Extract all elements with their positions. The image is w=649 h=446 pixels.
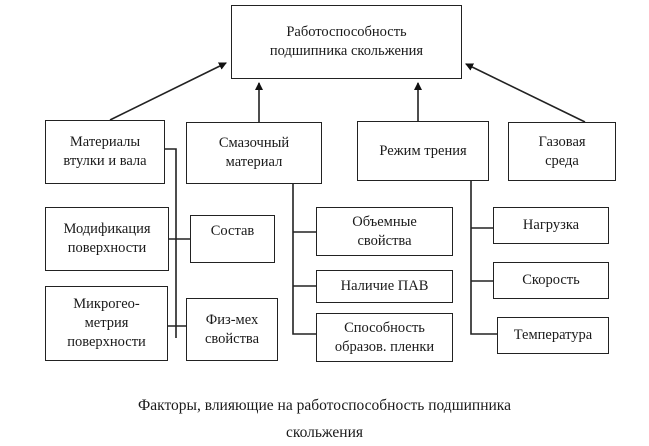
category-gas-line-2: среда	[545, 152, 579, 169]
factor-temperature: Температура	[497, 317, 609, 354]
category-materials: Материалы втулки и вала	[45, 120, 165, 184]
caption-line-1: Факторы, влияющие на работоспособность п…	[138, 397, 511, 414]
category-lubricant-line-1: Смазочный	[218, 135, 290, 151]
materials-bracket	[164, 148, 177, 338]
factor-surface-microgeometry: Микрогео- метрия поверхности	[45, 286, 168, 361]
factor-line: Физ-мех	[205, 311, 259, 328]
factor-line: Наличие ПАВ	[340, 278, 429, 294]
lubricant-trunk	[292, 183, 316, 335]
category-lubricant: Смазочный материал	[186, 122, 322, 184]
factor-volume-properties: Объемные свойства	[316, 207, 453, 256]
factor-line: поверхности	[67, 240, 147, 256]
factor-line: свойства	[204, 330, 260, 347]
figure-caption: Факторы, влияющие на работоспособность п…	[0, 392, 649, 446]
factor-line: Микрогео-	[73, 296, 140, 312]
factor-line: образов. пленки	[334, 338, 435, 355]
friction-trunk	[470, 180, 497, 335]
factor-line: Нагрузка	[522, 217, 580, 233]
factor-line: Температура	[513, 327, 593, 343]
category-gas-line-1: Газовая	[538, 133, 586, 150]
category-materials-line-1: Материалы	[69, 134, 141, 150]
factor-film-forming-ability: Способность образов. пленки	[316, 313, 453, 362]
arrow-materials-to-root	[109, 62, 227, 121]
caption-line-2: скольжения	[285, 424, 364, 441]
factor-speed: Скорость	[493, 262, 609, 299]
root-line-2: подшипника скольжения	[269, 43, 424, 59]
factor-physmech-properties: Физ-мех свойства	[186, 298, 278, 361]
factor-surfactant-presence: Наличие ПАВ	[316, 270, 453, 303]
factor-line: метрия	[84, 315, 129, 331]
factor-composition: Состав	[190, 215, 275, 263]
root-box: Работоспособность подшипника скольжения	[231, 5, 462, 79]
factor-load: Нагрузка	[493, 207, 609, 244]
arrow-gas-to-root	[465, 63, 586, 123]
factor-line: Скорость	[522, 272, 580, 288]
factor-line: Модификация	[63, 221, 151, 237]
category-friction-line-1: Режим трения	[379, 142, 467, 159]
category-gas: Газовая среда	[508, 122, 616, 181]
category-lubricant-line-2: материал	[225, 154, 283, 170]
category-friction: Режим трения	[357, 121, 489, 181]
factor-line: Объемные	[352, 213, 417, 230]
factor-line: Состав	[210, 223, 255, 239]
factor-surface-modification: Модификация поверхности	[45, 207, 169, 271]
root-line-1: Работоспособность	[286, 24, 407, 40]
factor-line: Способность	[344, 319, 425, 336]
factor-line: поверхности	[67, 334, 146, 350]
factor-line: свойства	[357, 232, 412, 249]
category-materials-line-2: втулки и вала	[63, 153, 147, 169]
